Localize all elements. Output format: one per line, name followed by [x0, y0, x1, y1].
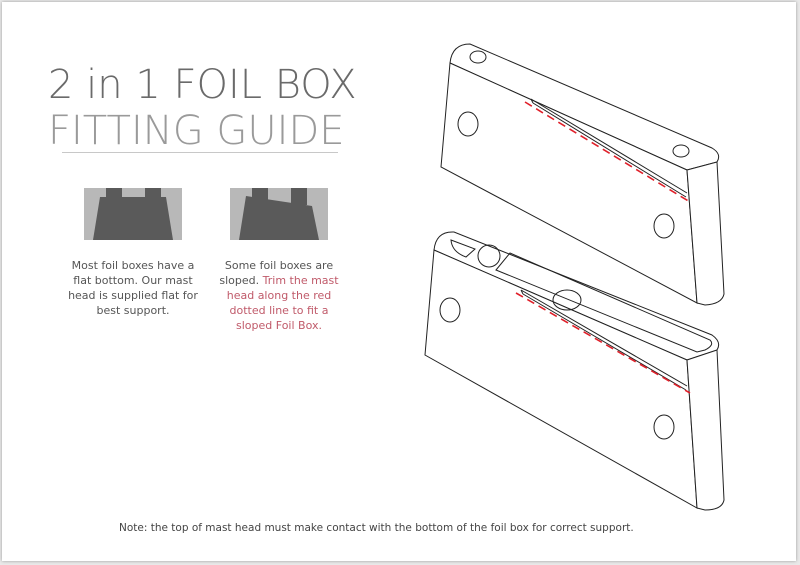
sloped-box-caption: Some foil boxes are sloped. Trim the mas… [214, 258, 344, 333]
title-line-1: 2 in 1 FOIL BOX [48, 62, 357, 108]
title-line-2: FITTING GUIDE [48, 108, 345, 154]
support-note: Note: the top of mast head must make con… [119, 522, 634, 534]
sloped-caption-trim-instruction: Trim the mast head along the red dotted … [226, 274, 339, 332]
lower-box-drawing [424, 231, 725, 511]
upper-box-drawing [440, 43, 725, 306]
sloped-caption-text: Some foil boxes are sloped. [219, 259, 334, 287]
flat-box-caption: Most foil boxes have a flat bottom. Our … [68, 259, 198, 317]
sloped-foil-box-diagram [230, 188, 328, 240]
flat-foil-box-diagram [84, 188, 182, 240]
title-divider [62, 152, 338, 153]
